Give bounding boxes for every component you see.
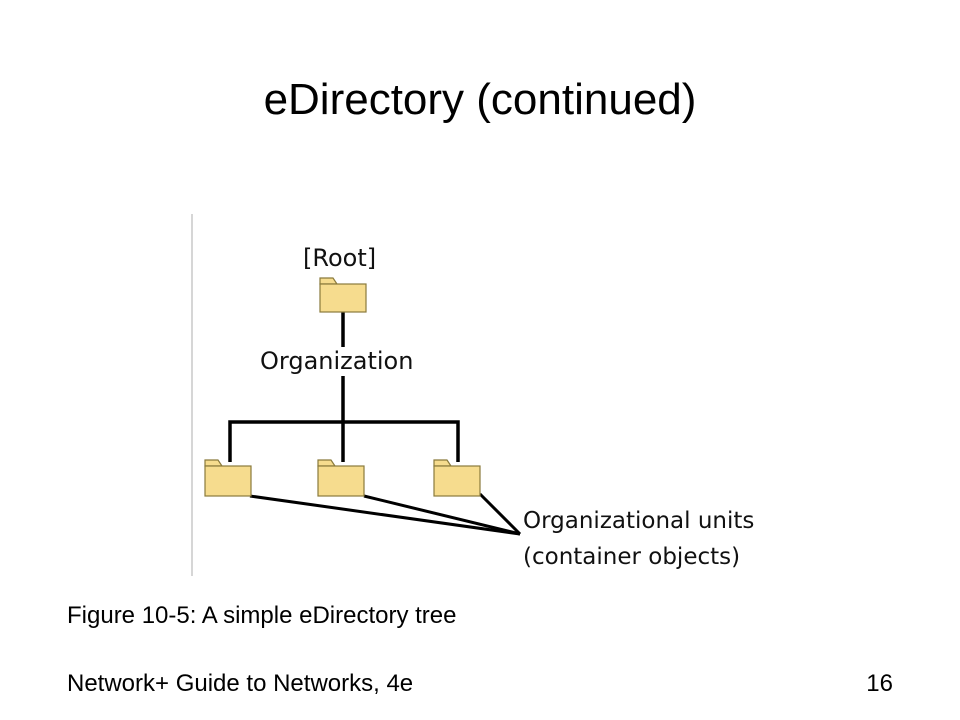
root-label: [Root]: [303, 244, 376, 272]
ou-folder-icon-1: [204, 459, 252, 497]
pointer-line-ou-1: [249, 494, 521, 536]
tree-connectors: [228, 311, 460, 462]
ou-folder-icon-3: [433, 459, 481, 497]
pointer-lines: [249, 492, 522, 536]
slide-title: eDirectory (continued): [263, 75, 697, 124]
pointer-line-ou-2: [363, 494, 521, 536]
page-number: 16: [866, 670, 893, 697]
edirectory-tree-diagram: [Root] Organization Organizational units…: [190, 214, 770, 581]
figure-caption: Figure 10-5: A simple eDirectory tree: [67, 602, 457, 629]
ou-folder-icon-2: [317, 459, 365, 497]
ou-label-line1: Organizational units: [523, 508, 754, 534]
pointer-line-ou-3: [478, 492, 522, 536]
slide-footer: Network+ Guide to Networks, 4e: [67, 670, 414, 697]
organization-label: Organization: [260, 347, 413, 375]
diagram-canvas: [Root] Organization Organizational units…: [191, 214, 754, 576]
root-folder-icon: [319, 277, 367, 313]
ou-label-line2: (container objects): [523, 544, 740, 570]
